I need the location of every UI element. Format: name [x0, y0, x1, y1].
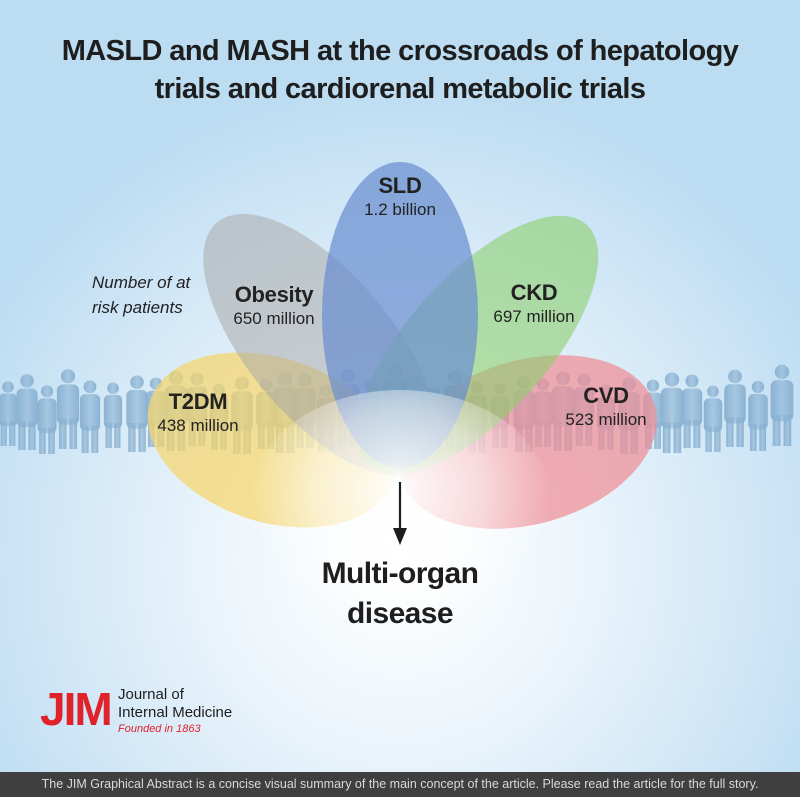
journal-name-line-1: Journal of	[118, 686, 184, 703]
outcome-line-1: Multi-organ	[321, 557, 479, 590]
sld-value: 1.2 billion	[364, 200, 436, 219]
label-t2dm: T2DM 438 million	[138, 389, 258, 437]
journal-name: Journal of Internal Medicine	[118, 686, 232, 722]
at-risk-line-1: Number of at	[92, 273, 191, 292]
sld-petal	[322, 162, 478, 468]
ckd-name: CKD	[510, 280, 558, 305]
at-risk-label: Number of at risk patients	[92, 270, 202, 320]
title-line-2: trials and cardiorenal metabolic trials	[154, 73, 646, 105]
obesity-name: Obesity	[234, 282, 314, 307]
footer-disclaimer: The JIM Graphical Abstract is a concise …	[0, 772, 800, 797]
sld-name: SLD	[378, 173, 422, 198]
cvd-name: CVD	[583, 383, 629, 408]
down-arrow-icon	[393, 482, 407, 545]
obesity-value: 650 million	[233, 309, 315, 328]
page-title: MASLD and MASH at the crossroads of hepa…	[0, 32, 800, 108]
journal-name-line-2: Internal Medicine	[118, 704, 233, 721]
at-risk-line-2: risk patients	[92, 298, 183, 317]
outcome-label: Multi-organ disease	[0, 554, 800, 634]
ckd-value: 697 million	[493, 307, 575, 326]
label-obesity: Obesity 650 million	[214, 282, 334, 330]
outcome-line-2: disease	[347, 597, 453, 630]
title-line-1: MASLD and MASH at the crossroads of hepa…	[61, 35, 739, 67]
label-sld: SLD 1.2 billion	[350, 173, 450, 221]
t2dm-value: 438 million	[157, 416, 239, 435]
t2dm-name: T2DM	[168, 389, 228, 414]
jim-logo-mark: JIM	[40, 683, 113, 735]
founded-note: Founded in 1863	[118, 723, 201, 735]
label-ckd: CKD 697 million	[474, 280, 594, 328]
cvd-value: 523 million	[565, 410, 647, 429]
label-cvd: CVD 523 million	[546, 383, 666, 431]
